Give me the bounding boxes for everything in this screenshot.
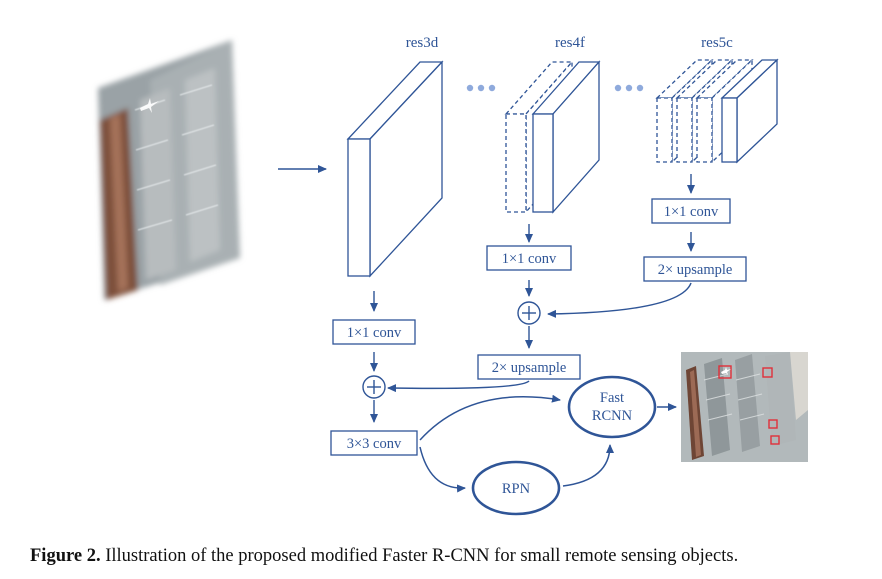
rpn-label: RPN [502, 481, 531, 497]
res5c-label: res5c [701, 35, 733, 51]
conv3x3-box [330, 430, 418, 456]
output-detection-image [681, 352, 808, 462]
fast-rcnn-node [567, 375, 657, 439]
plus-circle-icon [517, 301, 541, 325]
caption-label: Figure 2. [30, 546, 101, 566]
arrow [547, 282, 692, 318]
res5c-conv1x1-box [651, 198, 731, 224]
res4f-upsample-label: 2× upsample [492, 360, 567, 376]
res4f-label: res4f [555, 35, 585, 51]
res3d-conv1x1-box [332, 319, 416, 345]
res5c-conv1x1-label: 1×1 conv [664, 204, 719, 220]
res4f-conv1x1-label: 1×1 conv [502, 251, 557, 267]
arrow [387, 380, 530, 393]
arrow [419, 446, 466, 493]
res3d-conv1x1-label: 1×1 conv [347, 325, 402, 341]
dots-icon [466, 84, 496, 92]
res5c-feature-block [655, 58, 779, 164]
arrow [419, 394, 561, 441]
figure-caption: Figure 2. Illustration of the proposed m… [30, 546, 870, 567]
plane-icon [140, 98, 159, 113]
conv3x3-label: 3×3 conv [347, 436, 402, 452]
plane-icon [721, 367, 731, 375]
fast-rcnn-label-line1: Fast [600, 390, 624, 406]
res3d-label: res3d [406, 35, 439, 51]
res3d-feature-block [346, 60, 444, 278]
fast-rcnn-label-line2: RCNN [592, 408, 633, 424]
caption-text: Illustration of the proposed modified Fa… [100, 546, 739, 566]
res4f-feature-block [504, 60, 601, 214]
rpn-node [471, 460, 561, 516]
plus-circle-icon [362, 375, 386, 399]
input-aerial-image [98, 40, 240, 300]
res5c-upsample-label: 2× upsample [658, 262, 733, 278]
res4f-conv1x1-box [486, 245, 572, 271]
res4f-upsample-box [477, 354, 581, 380]
res5c-upsample-box [643, 256, 747, 282]
arrow [562, 444, 614, 487]
detection-boxes [718, 365, 780, 445]
dots-icon [614, 84, 644, 92]
